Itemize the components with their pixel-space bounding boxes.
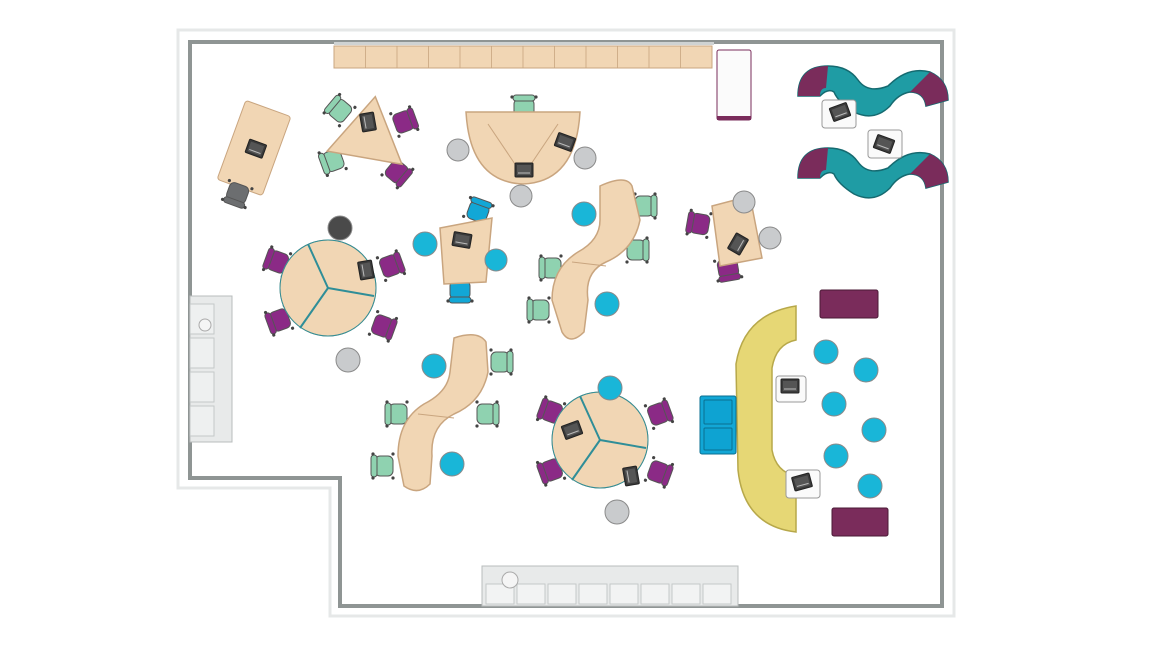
round-table [261, 215, 407, 373]
trapezoid-table [685, 190, 782, 283]
sofa-icon [797, 147, 949, 199]
sofa-icon [735, 305, 821, 533]
stool-icon [439, 451, 465, 477]
stool-icon [509, 184, 533, 208]
stool-icon [571, 201, 597, 227]
outer-wall [176, 28, 956, 618]
chair-icon [538, 254, 563, 282]
trapezoid-table [412, 195, 508, 304]
stool-icon [857, 473, 883, 499]
laptop-icon [560, 420, 584, 440]
chair-icon [625, 236, 650, 264]
stool-icon [446, 138, 470, 162]
laptop-icon [622, 465, 640, 487]
laptop-icon [553, 132, 577, 152]
chair-icon [370, 452, 395, 480]
round-table [535, 375, 675, 525]
laptop-icon [872, 134, 896, 154]
laptop-icon [514, 162, 534, 178]
ottoman-icon [819, 289, 879, 319]
laptop-icon [357, 259, 375, 281]
wall-bench [333, 45, 713, 69]
laptop-icon [359, 111, 377, 133]
chair-icon [643, 456, 675, 489]
stool-icon [604, 499, 630, 525]
stool-icon [573, 146, 597, 170]
storage-cabinet-icon [481, 565, 739, 607]
stool-icon [594, 291, 620, 317]
stool-icon [484, 248, 508, 272]
chair-icon [643, 397, 675, 430]
stool-icon [421, 353, 447, 379]
stool-icon [597, 375, 623, 401]
chair-icon [261, 245, 293, 278]
stool-icon [758, 226, 782, 250]
chair-icon [317, 144, 348, 178]
laptop-icon [727, 232, 749, 256]
stool-icon [823, 443, 849, 469]
laptop-icon [244, 138, 267, 159]
stool-icon [853, 357, 879, 383]
mobile-whiteboard-icon [716, 49, 752, 121]
sink-icon [501, 571, 519, 589]
sink-icon [198, 318, 212, 332]
armchair [699, 395, 737, 455]
stool-icon [861, 417, 887, 443]
chair-icon [526, 296, 551, 324]
wave-desk-group [526, 179, 658, 340]
stool-icon [412, 231, 438, 257]
desk-chair-icon [220, 178, 254, 210]
laptop-icon [451, 231, 473, 249]
ottoman-icon [831, 507, 889, 537]
chair-icon [380, 154, 415, 190]
chair-icon [375, 249, 407, 282]
laptop-icon [791, 472, 813, 492]
chair-icon [685, 208, 713, 239]
window-strip [334, 42, 714, 45]
chair-icon [389, 105, 420, 138]
chair-icon [367, 310, 399, 343]
storage-cabinet-icon [189, 295, 233, 443]
wave-desk-group [370, 334, 514, 492]
laptop-icon [780, 378, 800, 394]
wave-desk [551, 179, 641, 340]
chair-icon [489, 348, 514, 376]
wave-desk [397, 334, 489, 492]
stool-icon [732, 190, 756, 214]
stool-icon [821, 391, 847, 417]
stool-icon [813, 339, 839, 365]
laptop-icon [828, 102, 852, 122]
half-moon-table [446, 94, 597, 208]
stool-icon [327, 215, 353, 241]
chair-icon [322, 92, 357, 128]
chair-icon [475, 400, 500, 428]
chair-icon [462, 195, 495, 227]
chair-icon [263, 304, 295, 337]
stool-icon [335, 347, 361, 373]
teacher-desk [217, 100, 291, 210]
